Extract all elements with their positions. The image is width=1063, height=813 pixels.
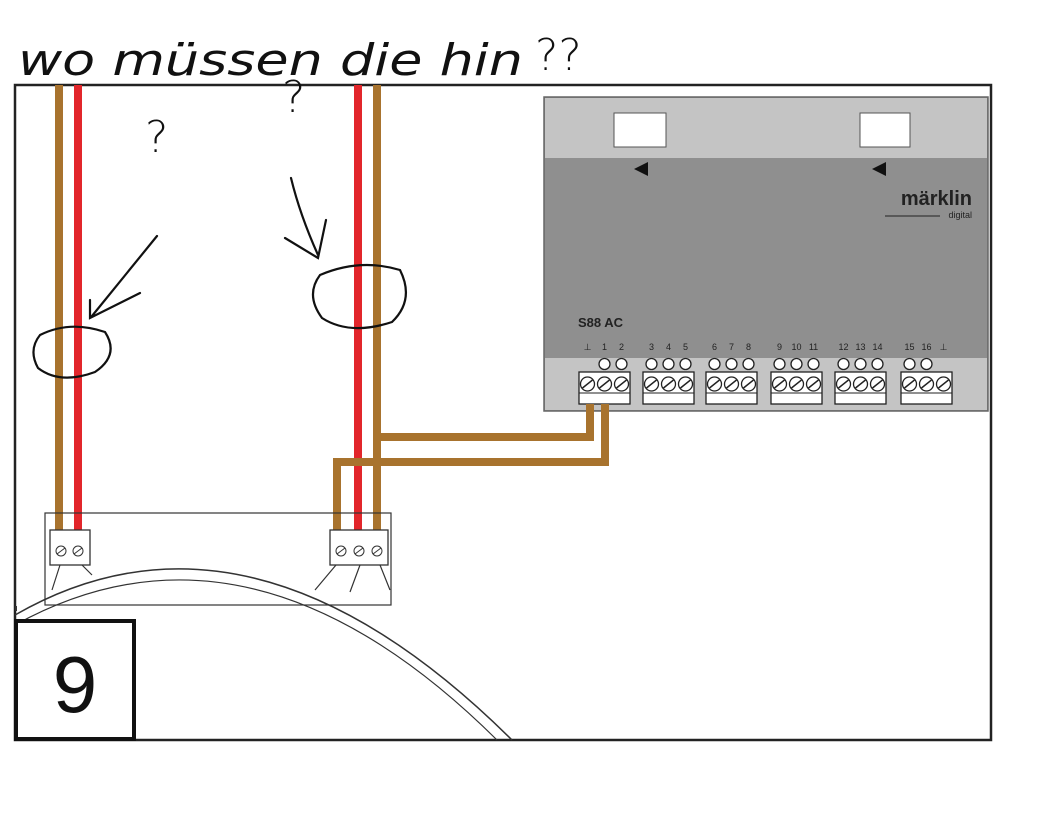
annotation-mark-middle: ? <box>282 72 305 123</box>
figure-number-box: 9 <box>14 619 136 741</box>
terminal-label: 7 <box>729 342 734 352</box>
connector-left <box>49 529 91 566</box>
led-indicator <box>708 357 721 371</box>
brown-wire-to-contact-1 <box>333 404 609 530</box>
terminal-block <box>642 357 695 405</box>
led-indicator <box>679 357 692 371</box>
led-indicator <box>854 357 867 371</box>
terminal-label: 1 <box>602 342 607 352</box>
led-indicator <box>773 357 786 371</box>
arrow-middle-icon <box>283 176 328 260</box>
terminal-label: 14 <box>872 342 882 352</box>
terminal-label: 15 <box>904 342 914 352</box>
figure-number: 9 <box>53 640 98 729</box>
terminal-blocks <box>578 357 953 405</box>
circle-left-icon <box>32 325 112 379</box>
annotation-question: wo müssen die hin <box>18 35 523 86</box>
terminal-label: 8 <box>746 342 751 352</box>
wires <box>55 85 609 530</box>
led-indicator <box>645 357 658 371</box>
terminal-label: ⊥ <box>584 342 592 352</box>
led-indicator <box>903 357 916 371</box>
arrow-left-icon <box>88 234 159 320</box>
led-indicator <box>662 357 675 371</box>
led-indicator <box>837 357 850 371</box>
led-indicator <box>598 357 611 371</box>
annotation-mark-left: ? <box>145 112 168 163</box>
led-indicator <box>871 357 884 371</box>
led-indicator <box>725 357 738 371</box>
brown-wire-to-ground <box>373 85 594 441</box>
led-indicator <box>615 357 628 371</box>
terminal-label: 16 <box>921 342 931 352</box>
terminal-block <box>900 357 953 405</box>
module-window-left <box>613 112 667 148</box>
terminal-label: ⊥ <box>940 342 948 352</box>
terminal-block <box>770 357 823 405</box>
terminal-block <box>705 357 758 405</box>
module-top-strip <box>545 98 987 158</box>
circle-middle-icon <box>311 263 408 330</box>
brand-sub: digital <box>948 210 972 220</box>
terminal-block <box>834 357 887 405</box>
terminal-label: 12 <box>838 342 848 352</box>
track-rail-inner <box>14 579 498 741</box>
terminal-label: 6 <box>712 342 717 352</box>
terminal-block <box>578 357 631 405</box>
terminal-label: 11 <box>809 342 818 352</box>
arrow-marker-icon <box>872 162 886 176</box>
led-indicator <box>790 357 803 371</box>
module-window-right <box>859 112 911 148</box>
annotation-question-marks: ?? <box>535 30 582 81</box>
terminal-label: 13 <box>855 342 865 352</box>
led-indicator <box>920 357 933 371</box>
led-indicator <box>807 357 820 371</box>
terminal-label: 10 <box>791 342 801 352</box>
terminal-label: 3 <box>649 342 654 352</box>
terminal-label: 2 <box>619 342 624 352</box>
track-rail-outer <box>14 568 513 741</box>
connector-middle <box>329 529 389 566</box>
terminal-label: 9 <box>777 342 782 352</box>
brand-logo: märklin <box>901 188 972 210</box>
led-indicator <box>742 357 755 371</box>
track-section <box>14 512 513 741</box>
module-model-label: S88 AC <box>578 315 624 330</box>
arrow-marker-icon <box>634 162 648 176</box>
terminal-label: 4 <box>666 342 671 352</box>
terminal-label: 5 <box>683 342 688 352</box>
handwritten-annotations: wo müssen die hin ?? ? ? <box>18 30 582 379</box>
